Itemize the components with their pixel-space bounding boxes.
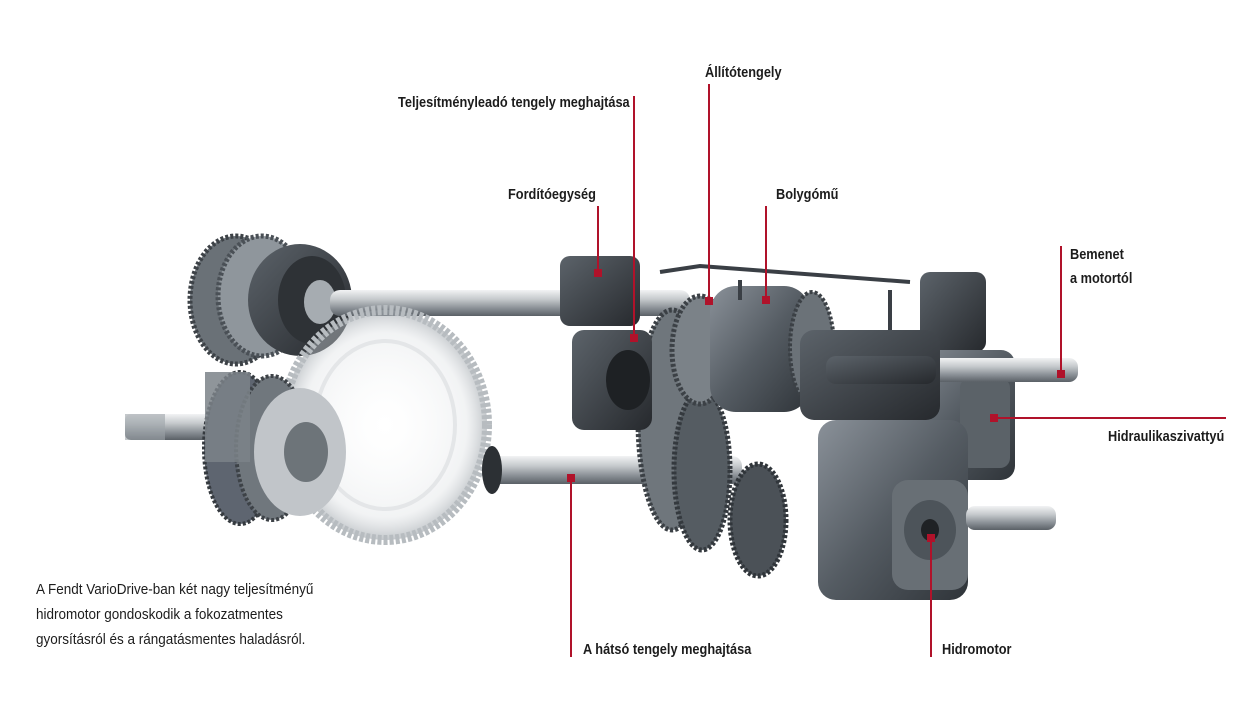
- label-rear-axle-drive: A hátsó tengely meghajtása: [583, 642, 752, 658]
- dot-planetary-gear: [762, 296, 770, 304]
- dot-rear-axle-drive: [567, 474, 575, 482]
- output-shaft: [966, 506, 1056, 530]
- input-shaft: [930, 358, 1078, 382]
- label-hydraulic-pump: Hidraulikaszivattyú: [1108, 429, 1225, 445]
- sensor-block: [826, 356, 936, 384]
- caption: A Fendt VarioDrive-ban két nagy teljesít…: [36, 577, 333, 652]
- caption-line3: gyorsításról és a rángatásmentes haladás…: [36, 631, 306, 648]
- label-reversing-unit: Fordítóegység: [508, 187, 596, 203]
- left-upper-gear-stack: [187, 233, 352, 367]
- label-input-line1: Bemenet: [1070, 247, 1124, 263]
- dot-reversing-unit: [594, 269, 602, 277]
- label-hydromotor: Hidromotor: [942, 642, 1012, 658]
- caption-line2: hidromotor gondoskodik a fokozatmentes: [36, 606, 283, 623]
- reversing-unit-block: [560, 256, 652, 430]
- dot-input: [1057, 370, 1065, 378]
- dot-adjusting-shaft: [705, 297, 713, 305]
- dot-pto: [630, 334, 638, 342]
- left-lower-gear-stack: [125, 370, 346, 526]
- label-input-line2: a motortól: [1070, 271, 1133, 287]
- label-planetary-gear: Bolygómű: [776, 187, 839, 203]
- dot-hydromotor: [927, 534, 935, 542]
- label-adjusting-shaft: Állítótengely: [705, 65, 782, 81]
- caption-line1: A Fendt VarioDrive-ban két nagy teljesít…: [36, 581, 314, 598]
- leader-dots: [567, 269, 1065, 542]
- dot-hydraulic-pump: [990, 414, 998, 422]
- hydromotor-body: [818, 420, 968, 600]
- label-pto: Teljesítményleadó tengely meghajtása: [398, 95, 630, 111]
- lower-shaft-bearing: [482, 446, 502, 494]
- leader-lines: [570, 84, 1226, 657]
